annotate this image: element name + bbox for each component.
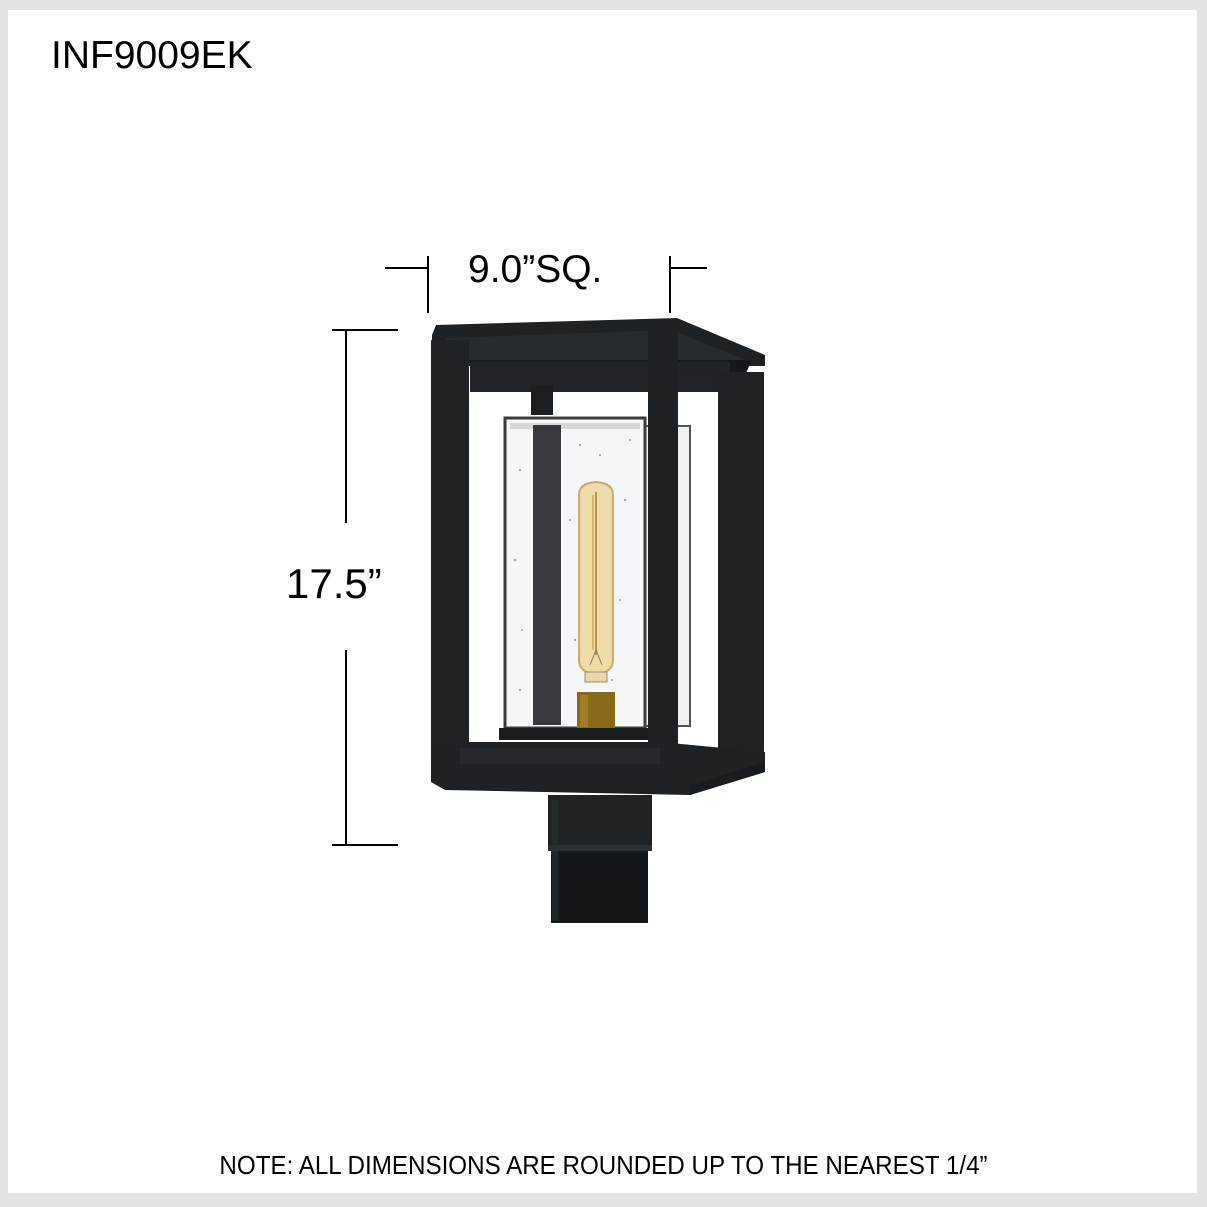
- width-dimension-label: 9.0”SQ.: [468, 248, 603, 291]
- post-collar: [548, 795, 652, 850]
- front-post-middle: [648, 330, 678, 760]
- height-dimension-line: [332, 329, 398, 846]
- model-number: INF9009EK: [51, 34, 253, 77]
- lantern-illustration: [431, 318, 765, 923]
- front-post-left: [431, 340, 469, 760]
- bulb: [578, 480, 614, 683]
- width-dimension-line: [385, 256, 707, 313]
- rear-post-left: [531, 385, 553, 415]
- glass-front: [503, 416, 647, 730]
- lantern-post: [551, 848, 648, 923]
- side-post-right: [718, 372, 764, 762]
- dimensions-note: NOTE: ALL DIMENSIONS ARE ROUNDED UP TO T…: [219, 1150, 988, 1180]
- height-dimension-label: 17.5”: [286, 560, 382, 607]
